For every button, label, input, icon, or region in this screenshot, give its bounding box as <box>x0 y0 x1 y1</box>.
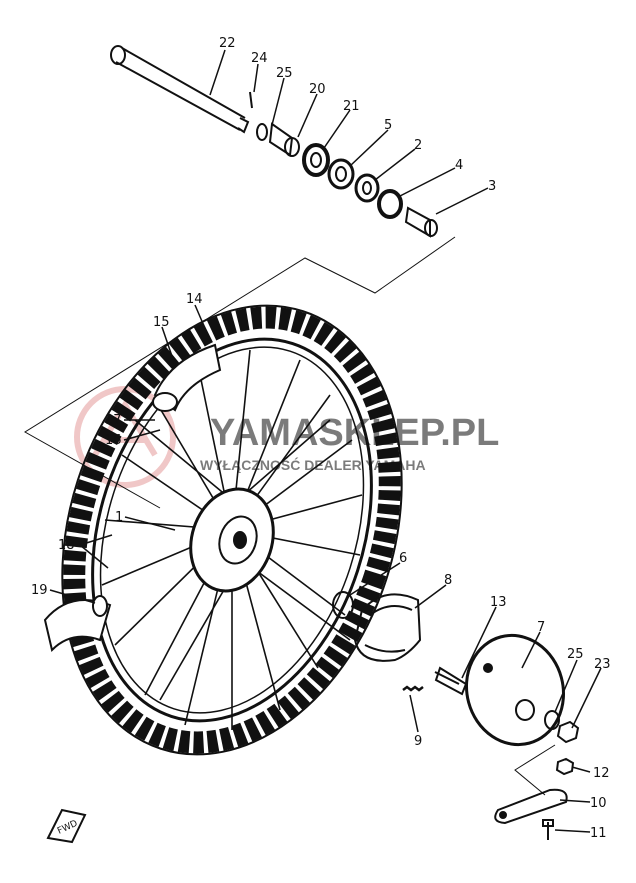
front-badge: FWD <box>46 808 87 844</box>
cam-lever-10 <box>494 788 568 825</box>
bearing-2 <box>354 173 380 203</box>
seal-4 <box>377 189 403 219</box>
brake-shoes-8 <box>353 593 422 662</box>
axle-assembly <box>110 45 438 238</box>
label-23: 23 <box>594 657 611 672</box>
cam-13 <box>434 666 468 696</box>
rim-band-19 <box>43 595 112 652</box>
label-16: 16 <box>105 433 122 448</box>
label-7: 7 <box>537 620 545 635</box>
label-25-right: 25 <box>567 647 584 662</box>
leader-lines <box>49 49 602 833</box>
label-12: 12 <box>593 766 610 781</box>
nut-12 <box>555 757 575 776</box>
inner-tube <box>152 343 222 412</box>
collar-6 <box>332 591 354 619</box>
assembly-guides <box>24 236 556 796</box>
label-22: 22 <box>219 36 236 51</box>
watermark: YAMASKLEP.PL WYŁĄCZNOŚĆ DEALER YAMAHA <box>74 386 499 488</box>
label-8: 8 <box>444 573 452 588</box>
label-10: 10 <box>590 796 607 811</box>
washer-25 <box>544 710 560 730</box>
axle-shaft <box>115 47 246 131</box>
tire <box>63 306 401 754</box>
label-2: 2 <box>414 138 422 153</box>
brake-assembly <box>332 591 580 840</box>
label-4: 4 <box>455 158 463 173</box>
hub <box>189 487 275 593</box>
label-5: 5 <box>384 118 392 133</box>
part-labels: 22 24 25 20 21 5 2 4 3 14 15 17 16 1 18 … <box>31 36 611 841</box>
label-11: 11 <box>590 826 607 841</box>
label-20: 20 <box>309 82 326 97</box>
wheel <box>61 304 403 756</box>
nut-23 <box>556 720 580 744</box>
collar-25 <box>256 123 268 141</box>
label-21: 21 <box>343 99 360 114</box>
oil-seal-21 <box>302 143 330 177</box>
label-6: 6 <box>399 551 407 566</box>
label-18: 18 <box>58 538 75 553</box>
label-14: 14 <box>186 292 203 307</box>
bolt-11 <box>542 819 554 840</box>
label-1: 1 <box>115 510 123 525</box>
pin-24 <box>249 91 253 109</box>
bearing-5 <box>327 158 355 190</box>
brake-plate-7 <box>464 633 566 747</box>
label-19: 19 <box>31 583 48 598</box>
label-9: 9 <box>414 734 422 749</box>
label-13: 13 <box>490 595 507 610</box>
spring-9 <box>402 685 424 692</box>
rim <box>91 337 373 723</box>
label-17: 17 <box>105 413 122 428</box>
label-15: 15 <box>153 315 170 330</box>
label-25-top: 25 <box>276 66 293 81</box>
watermark-title: YAMASKLEP.PL <box>210 412 499 454</box>
label-3: 3 <box>488 179 496 194</box>
label-24: 24 <box>251 51 268 66</box>
